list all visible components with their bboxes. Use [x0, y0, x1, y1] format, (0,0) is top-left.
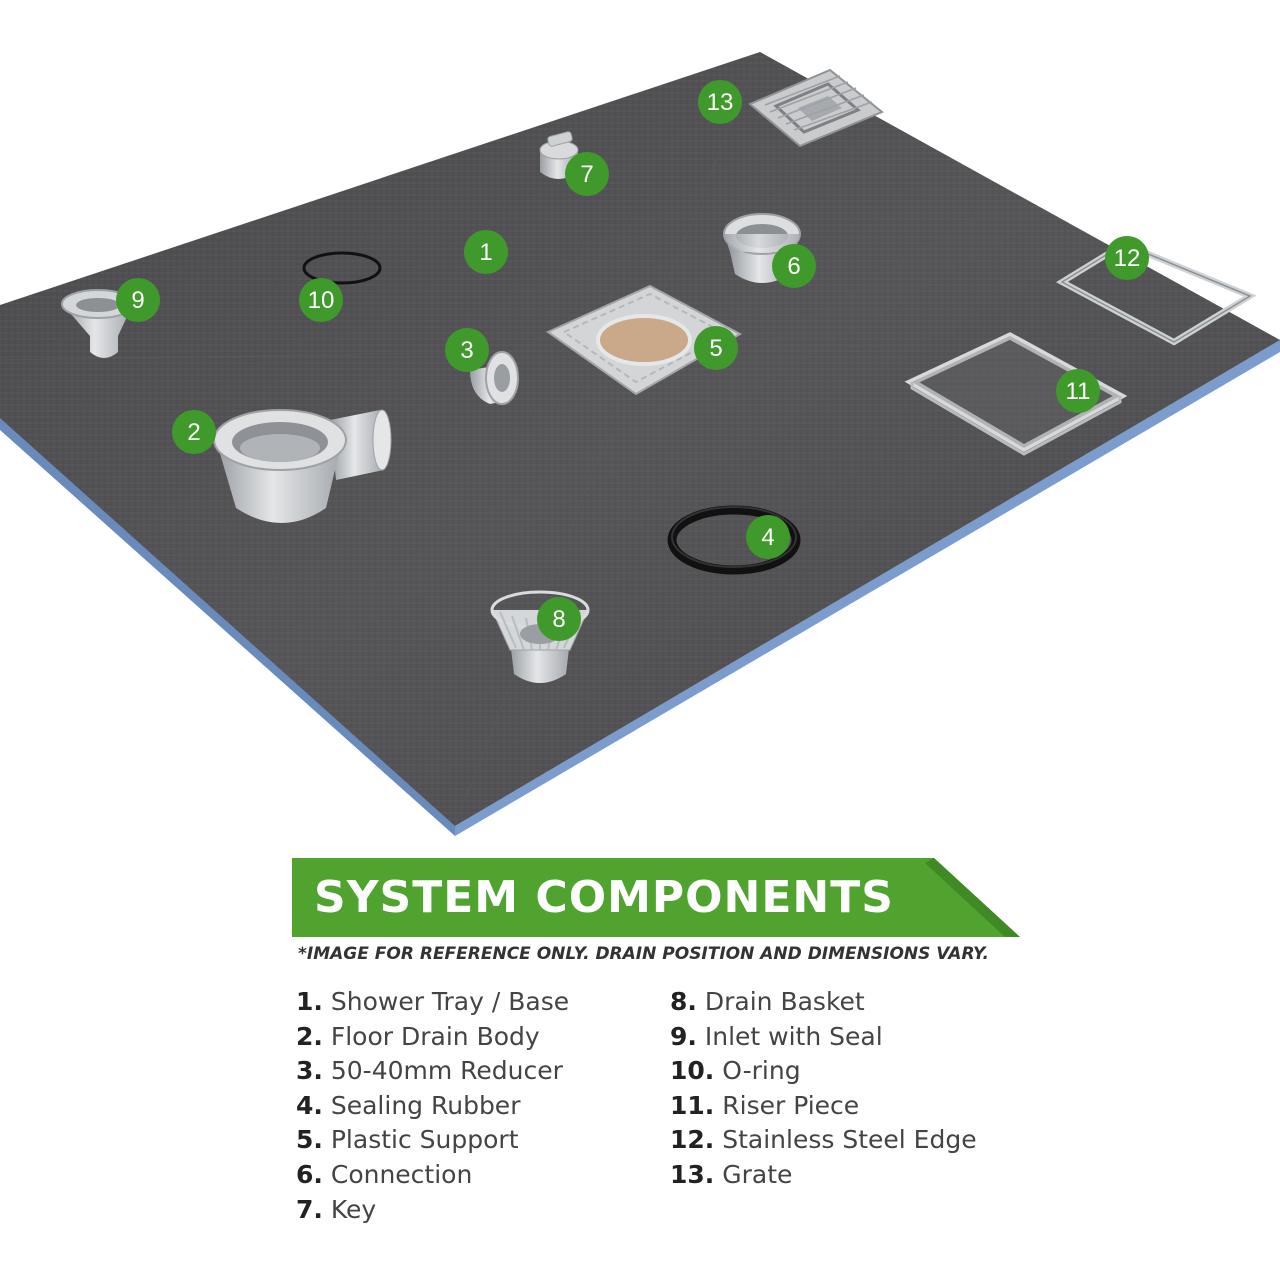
item-label: O-ring [722, 1056, 801, 1086]
legend-title: SYSTEM COMPONENTS [314, 872, 894, 923]
svg-text:1: 1 [479, 239, 492, 266]
svg-text:10: 10 [308, 287, 335, 314]
svg-text:12: 12 [1114, 245, 1141, 272]
shower-tray-diagram: 1 2 3 4 5 6 7 8 9 10 11 12 13 [0, 51, 1280, 836]
item-number: 13. [670, 1159, 715, 1189]
reference-note: *IMAGE FOR REFERENCE ONLY. DRAIN POSITIO… [298, 944, 989, 964]
list-item: 4. Sealing Rubber [296, 1089, 569, 1124]
item-number: 5. [296, 1125, 323, 1155]
grate-part [748, 68, 884, 148]
svg-text:4: 4 [761, 524, 774, 551]
badge-8: 8 [537, 597, 581, 641]
badge-1: 1 [464, 230, 508, 274]
badge-7: 7 [565, 152, 609, 196]
item-label: 50-40mm Reducer [330, 1056, 563, 1086]
badge-12: 12 [1105, 236, 1149, 280]
sealing-rubber-part [667, 505, 801, 575]
item-label: Stainless Steel Edge [722, 1125, 977, 1155]
item-number: 9. [670, 1021, 697, 1051]
list-item: 3. 50-40mm Reducer [296, 1054, 569, 1089]
list-item: 5. Plastic Support [296, 1123, 569, 1158]
svg-text:2: 2 [187, 419, 200, 446]
plastic-support-part [545, 284, 743, 396]
item-label: Riser Piece [722, 1090, 860, 1120]
list-item: 2. Floor Drain Body [296, 1020, 569, 1055]
item-label: Drain Basket [704, 987, 865, 1016]
item-number: 11. [670, 1090, 715, 1120]
item-number: 8. [670, 987, 697, 1016]
legend-banner [292, 858, 1020, 937]
badge-4: 4 [746, 515, 790, 559]
badge-3: 3 [445, 328, 489, 372]
svg-text:8: 8 [552, 606, 565, 633]
item-number: 10. [670, 1056, 715, 1086]
list-item: 11. Riser Piece [670, 1089, 977, 1124]
svg-text:5: 5 [709, 335, 722, 362]
list-item: 7. Key [296, 1193, 569, 1228]
item-label: Connection [330, 1159, 473, 1189]
badge-10: 10 [299, 278, 343, 322]
o-ring-part [302, 251, 382, 285]
badge-6: 6 [772, 244, 816, 288]
item-number: 1. [296, 987, 323, 1016]
item-label: Key [330, 1194, 377, 1224]
svg-text:3: 3 [460, 337, 473, 364]
svg-text:7: 7 [580, 161, 593, 188]
components-list-left: 1. Shower Tray / Base 2. Floor Drain Bod… [296, 985, 569, 1227]
list-item: 1. Shower Tray / Base [296, 985, 569, 1020]
list-item: 12. Stainless Steel Edge [670, 1123, 977, 1158]
item-label: Inlet with Seal [704, 1021, 883, 1051]
shower-tray-surface [0, 51, 1280, 827]
badge-13: 13 [698, 80, 742, 124]
reducer-part [470, 351, 519, 405]
badge-2: 2 [172, 410, 216, 454]
svg-text:13: 13 [707, 89, 734, 116]
badge-9: 9 [116, 278, 160, 322]
svg-text:6: 6 [787, 253, 800, 280]
inlet-part [61, 289, 135, 358]
item-label: Floor Drain Body [330, 1021, 540, 1051]
list-item: 8. Drain Basket [670, 985, 977, 1020]
item-label: Sealing Rubber [330, 1090, 521, 1120]
floor-drain-body-part [213, 409, 392, 523]
item-number: 12. [670, 1125, 715, 1155]
item-label: Shower Tray / Base [330, 987, 570, 1016]
item-number: 2. [296, 1021, 323, 1051]
riser-part [904, 332, 1128, 456]
list-item: 6. Connection [296, 1158, 569, 1193]
item-label: Plastic Support [330, 1125, 519, 1155]
list-item: 13. Grate [670, 1158, 977, 1193]
components-list-right: 8. Drain Basket 9. Inlet with Seal 10. O… [670, 985, 977, 1193]
item-number: 7. [296, 1194, 323, 1224]
svg-text:11: 11 [1066, 378, 1091, 405]
badge-5: 5 [694, 326, 738, 370]
svg-text:9: 9 [131, 287, 144, 314]
list-item: 10. O-ring [670, 1054, 977, 1089]
list-item: 9. Inlet with Seal [670, 1020, 977, 1055]
item-label: Grate [722, 1159, 793, 1189]
item-number: 4. [296, 1090, 323, 1120]
item-number: 6. [296, 1159, 323, 1189]
item-number: 3. [296, 1056, 323, 1086]
badge-11: 11 [1056, 369, 1100, 413]
